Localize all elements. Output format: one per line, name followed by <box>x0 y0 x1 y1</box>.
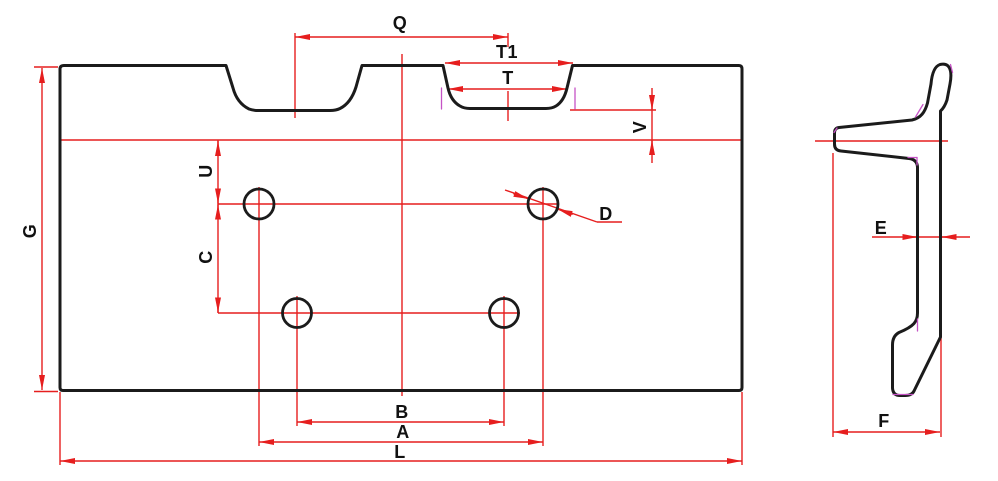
bolt-hole-lower-right <box>488 297 520 329</box>
front-dimensions <box>34 33 743 465</box>
front-fillet-marks <box>440 87 576 110</box>
dim-label-q: Q <box>392 13 408 33</box>
dim-label-v: V <box>630 120 650 134</box>
bolt-hole-lower-left <box>281 297 313 329</box>
dim-label-f: F <box>878 411 890 431</box>
front-view <box>34 33 744 465</box>
bolt-hole-upper-right <box>526 187 560 221</box>
dim-label-a: A <box>396 422 410 442</box>
side-view-outline <box>833 62 953 397</box>
side-fillet-marks <box>833 63 954 396</box>
dim-label-d: D <box>599 204 613 224</box>
dim-label-g: G <box>20 223 40 239</box>
front-view-outline <box>58 64 744 392</box>
dim-label-t: T <box>502 68 514 88</box>
dim-label-e: E <box>874 218 888 238</box>
dim-label-u: U <box>196 164 216 178</box>
dim-label-t1: T1 <box>495 42 519 62</box>
dim-label-l: L <box>394 442 406 462</box>
dim-label-b: B <box>395 402 409 422</box>
bolt-hole-upper-left <box>242 187 276 221</box>
side-view <box>815 62 970 437</box>
dim-label-c: C <box>196 250 216 264</box>
